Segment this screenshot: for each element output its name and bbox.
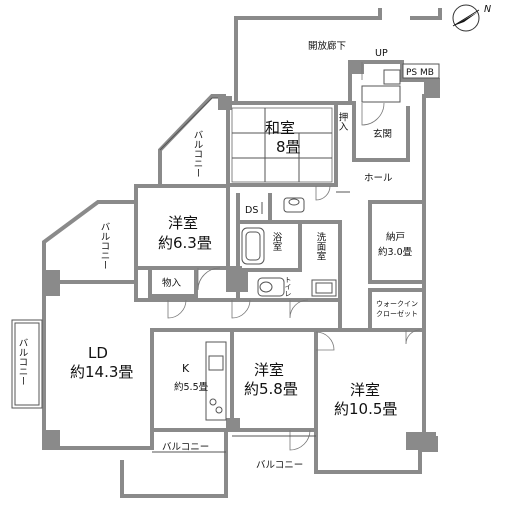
bottom-left-balcony-label: バルコニー [162,442,209,453]
ld-size: 約14.3畳 [70,363,133,381]
ds-label: DS [245,205,258,216]
upper-balcony-label: バルコニー [192,130,204,178]
ps-mb-label: PS MB [406,68,434,78]
corridor-label: 開放廊下 [308,40,346,52]
ld-balcony [11,319,43,409]
washitsu-name: 和室 [265,119,295,137]
nando-name: 納戸 [386,231,405,243]
youshitsu-b-size: 約5.8畳 [244,380,298,398]
bottom-balconies [152,435,316,453]
ps-mb-box [402,63,440,79]
ld-name: LD [88,344,108,362]
youshitsu-a-name: 洋室 [168,214,198,232]
senmenjo-label: 洗面室 [315,231,327,260]
hall-label: ホール [364,173,393,184]
doors [167,62,421,451]
yokushitsu-label: 浴室 [271,232,283,251]
ld-balcony-label: バルコニー [17,338,29,386]
genkan-label: 玄関 [373,128,392,140]
k-name: K [182,362,190,375]
youshitsu-c-size: 約10.5畳 [334,400,397,418]
toilet-label: トイレ [284,276,292,297]
monoire-label: 物入 [162,277,182,289]
corridor-wall [234,8,442,102]
walkin-label-1: ウォークイン [376,300,418,308]
fixtures [205,69,401,421]
up-label: UP [375,48,388,59]
bottom-right-balcony-label: バルコニー [256,460,303,471]
north-arrow-icon [452,4,480,32]
left-upper-balcony-label: バルコニー [99,222,111,270]
compass-letter: N [484,4,491,15]
nando-size: 約3.0畳 [378,246,413,258]
oshiire-label: 押入 [337,111,349,131]
youshitsu-a-size: 約6.3畳 [158,234,212,252]
youshitsu-b-name: 洋室 [254,361,284,379]
youshitsu-c-name: 洋室 [350,381,380,399]
walkin-label-2: クローゼット [376,309,418,318]
tatami-mats [231,107,333,183]
columns [44,62,438,450]
k-size: 約5.5畳 [174,381,209,393]
washitsu-size: 8畳 [276,138,301,156]
